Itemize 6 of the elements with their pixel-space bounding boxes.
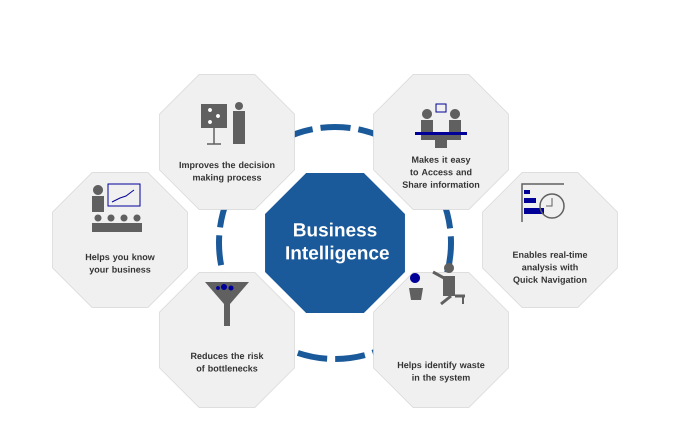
octagon-card: Reduces the risk of bottlenecks <box>159 272 295 408</box>
octagon-card: Enables real-time analysis with Quick Navigation <box>482 172 618 308</box>
octagon-card: Improves the decision making process <box>159 74 295 210</box>
octagon-card: Makes it easy to Access and Share information <box>373 74 509 210</box>
octagon-card: Helps you know your business <box>52 172 188 308</box>
octagon-card: Helps identify waste in the system <box>373 272 509 408</box>
